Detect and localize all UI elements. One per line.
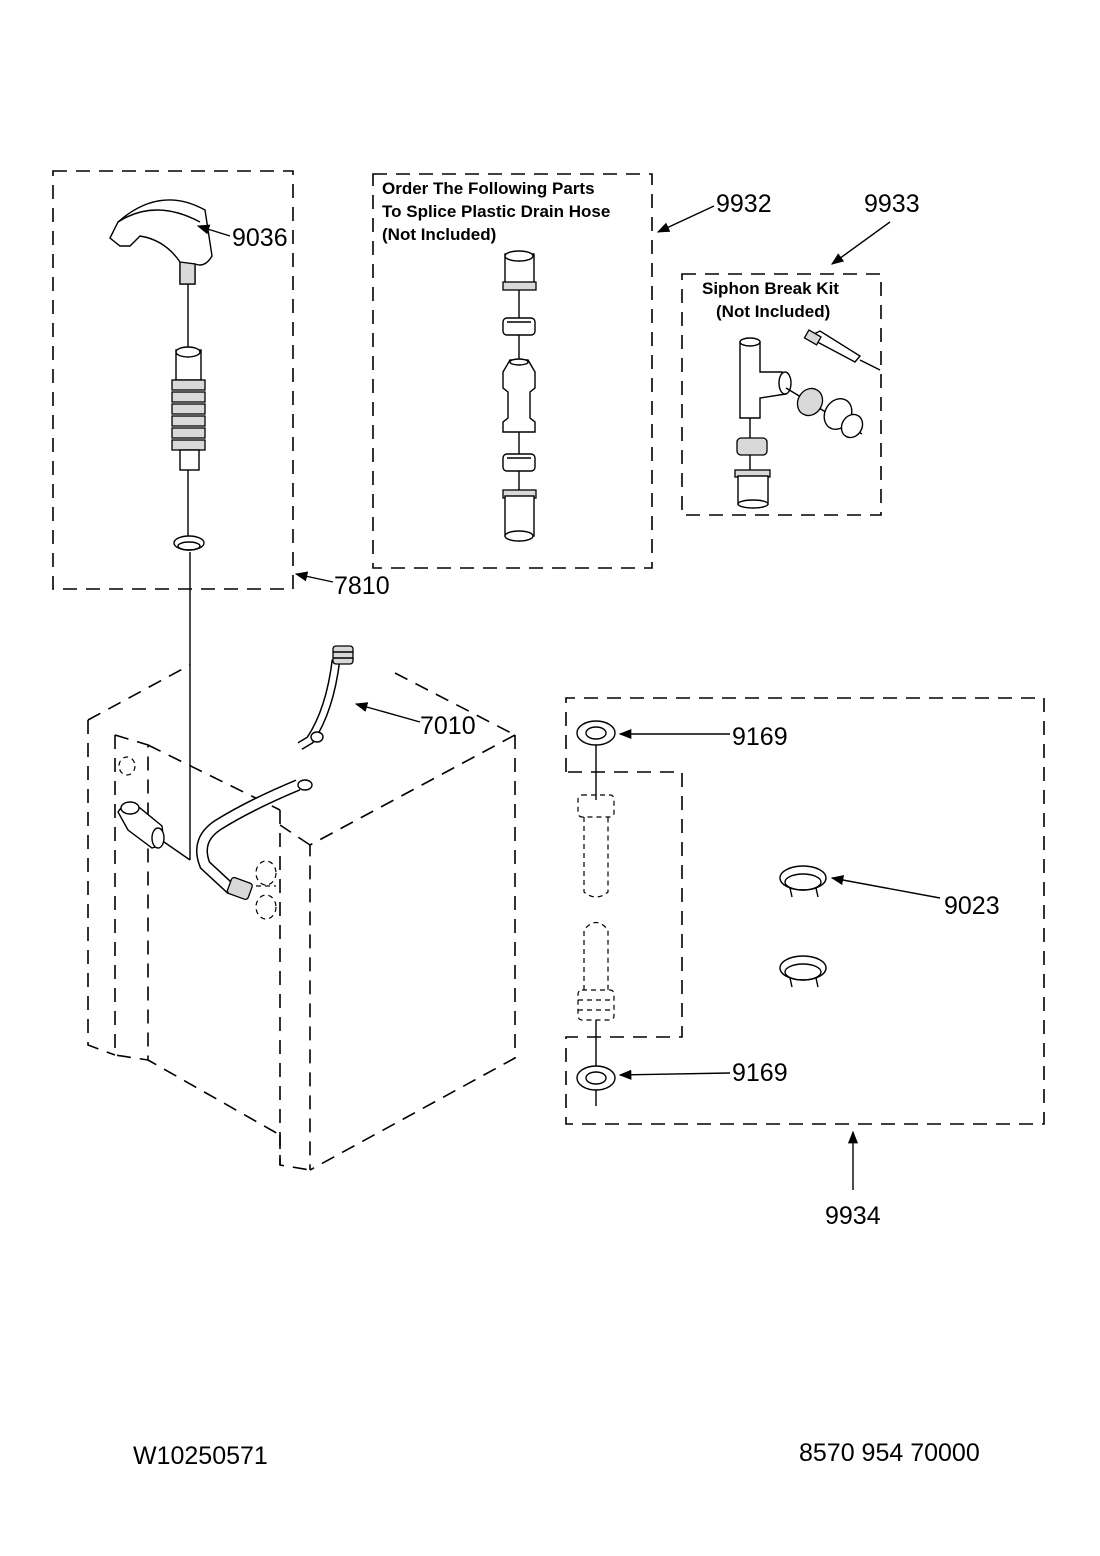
siphon-side-fitting <box>823 397 864 439</box>
callout-9023: 9023 <box>944 892 1000 920</box>
callout-9169-top: 9169 <box>732 723 788 751</box>
callout-9036: 9036 <box>232 224 288 252</box>
siphon-note-line1: Siphon Break Kit <box>702 279 839 298</box>
siphon-break-kit-group: Siphon Break Kit (Not Included) <box>681 273 882 516</box>
callout-7010: 7010 <box>420 712 476 740</box>
drain-outlet-elbow <box>117 756 191 861</box>
siphon-lower-clamp <box>736 437 768 456</box>
hose-clamp-part <box>173 535 205 551</box>
document-number: W10250571 <box>133 1442 268 1470</box>
siphon-lower-fitting <box>734 469 771 509</box>
splice-coupler <box>502 358 536 433</box>
siphon-note-line2: (Not Included) <box>716 302 830 321</box>
model-code: 8570 954 70000 <box>799 1439 980 1467</box>
callout-9934: 9934 <box>825 1202 881 1230</box>
hose-end-part <box>171 346 206 471</box>
siphon-side-clamp <box>796 387 824 417</box>
splice-note-line2: To Splice Plastic Drain Hose <box>382 202 610 221</box>
callout-9932: 9932 <box>716 190 772 218</box>
splice-note-line3: (Not Included) <box>382 225 496 244</box>
callout-9169-bottom: 9169 <box>732 1059 788 1087</box>
hose-hanger-part <box>109 199 213 285</box>
splice-fitting-bottom <box>502 489 537 542</box>
drain-hose-part <box>196 645 354 920</box>
splice-kit-group: Order The Following Parts To Splice Plas… <box>372 173 653 569</box>
callout-9933: 9933 <box>864 190 920 218</box>
siphon-tee <box>739 337 792 419</box>
hose-clamp-9023-upper <box>779 865 827 898</box>
hose-hanger-kit-group <box>52 170 294 860</box>
hose-clamp-9023-lower <box>779 955 827 988</box>
extension-hose-phantom <box>577 794 615 1021</box>
callout-7810: 7810 <box>334 572 390 600</box>
siphon-tie-strap <box>803 329 881 371</box>
splice-clamp-top <box>502 317 536 336</box>
hose-extension-kit-group <box>565 697 1045 1125</box>
washer-9169-bottom <box>576 1065 616 1091</box>
washer-9169-top <box>576 720 616 746</box>
splice-clamp-bottom <box>502 453 536 472</box>
splice-note-line1: Order The Following Parts <box>382 179 595 198</box>
splice-fitting-top <box>502 250 537 291</box>
